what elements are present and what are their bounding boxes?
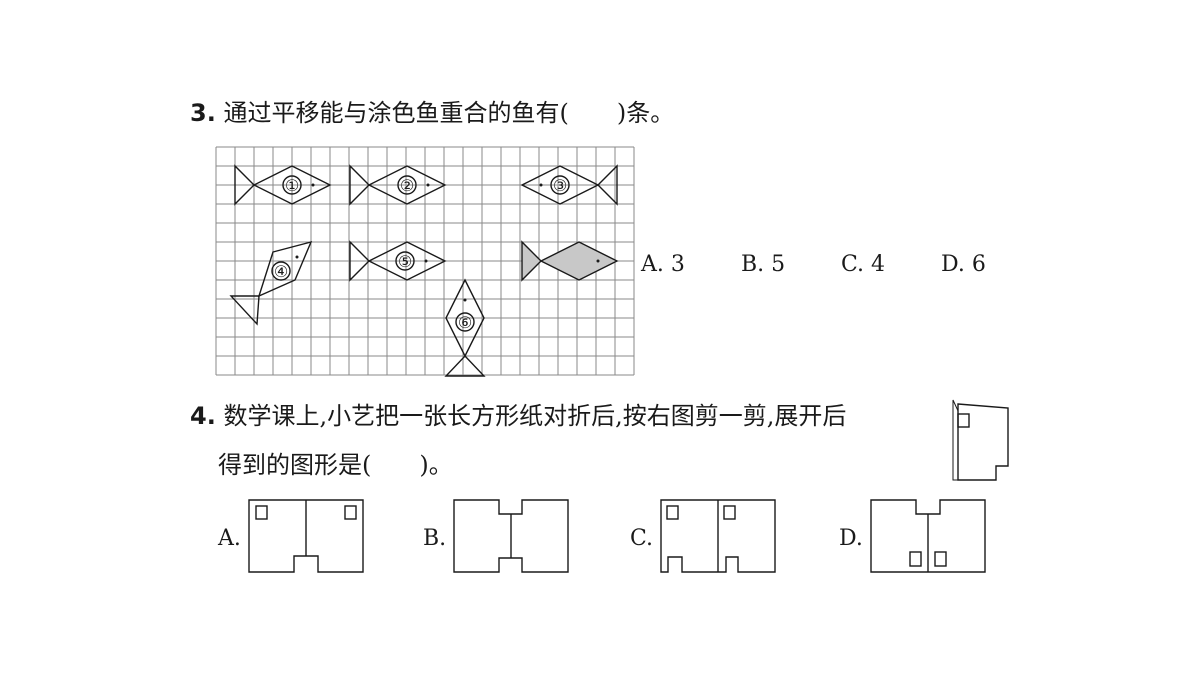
q4-option-b[interactable]: B. [423, 526, 447, 551]
fish-6[interactable]: ⑥ [444, 278, 486, 377]
q4-option-a[interactable]: A. [218, 526, 241, 551]
q4-stem-line1: 数学课上,小艺把一张长方形纸对折后,按右图剪一剪,展开后 [223, 402, 847, 430]
fish-1-label: ① [285, 176, 299, 195]
folded-paper-figure [952, 399, 1009, 481]
q3-stem: 通过平移能与涂色鱼重合的鱼有( )条。 [223, 99, 675, 127]
q3-option-b[interactable]: B. 5 [741, 252, 786, 277]
fish-5[interactable]: ⑤ [349, 240, 447, 282]
option-d-figure[interactable] [870, 499, 986, 573]
q3-number: 3. [190, 99, 216, 127]
q4-stem-line2: 得到的图形是( )。 [218, 451, 453, 479]
option-b-figure[interactable] [453, 499, 569, 573]
q4-number: 4. [190, 402, 216, 430]
q4-line1: 4. 数学课上,小艺把一张长方形纸对折后,按右图剪一剪,展开后 [190, 404, 846, 428]
option-c-figure[interactable] [660, 499, 776, 573]
fish-4[interactable]: ④ [229, 240, 313, 326]
fish-2[interactable]: ② [349, 164, 447, 206]
fish-6-label: ⑥ [458, 313, 472, 332]
q3-option-c[interactable]: C. 4 [841, 252, 886, 277]
fish-3-label: ③ [553, 176, 567, 195]
shaded-fish[interactable] [521, 240, 619, 282]
fish-3[interactable]: ③ [520, 164, 618, 206]
q3-line: 3. 通过平移能与涂色鱼重合的鱼有( )条。 [190, 101, 674, 125]
fish-4-label: ④ [274, 262, 288, 281]
fish-2-label: ② [400, 176, 414, 195]
fish-5-label: ⑤ [398, 252, 412, 271]
q3-option-d[interactable]: D. 6 [941, 252, 986, 277]
q4-option-d[interactable]: D. [839, 526, 863, 551]
q3-option-a[interactable]: A. 3 [641, 252, 685, 277]
q4-option-c[interactable]: C. [630, 526, 654, 551]
option-a-figure[interactable] [248, 499, 364, 573]
fish-1[interactable]: ① [234, 164, 332, 206]
